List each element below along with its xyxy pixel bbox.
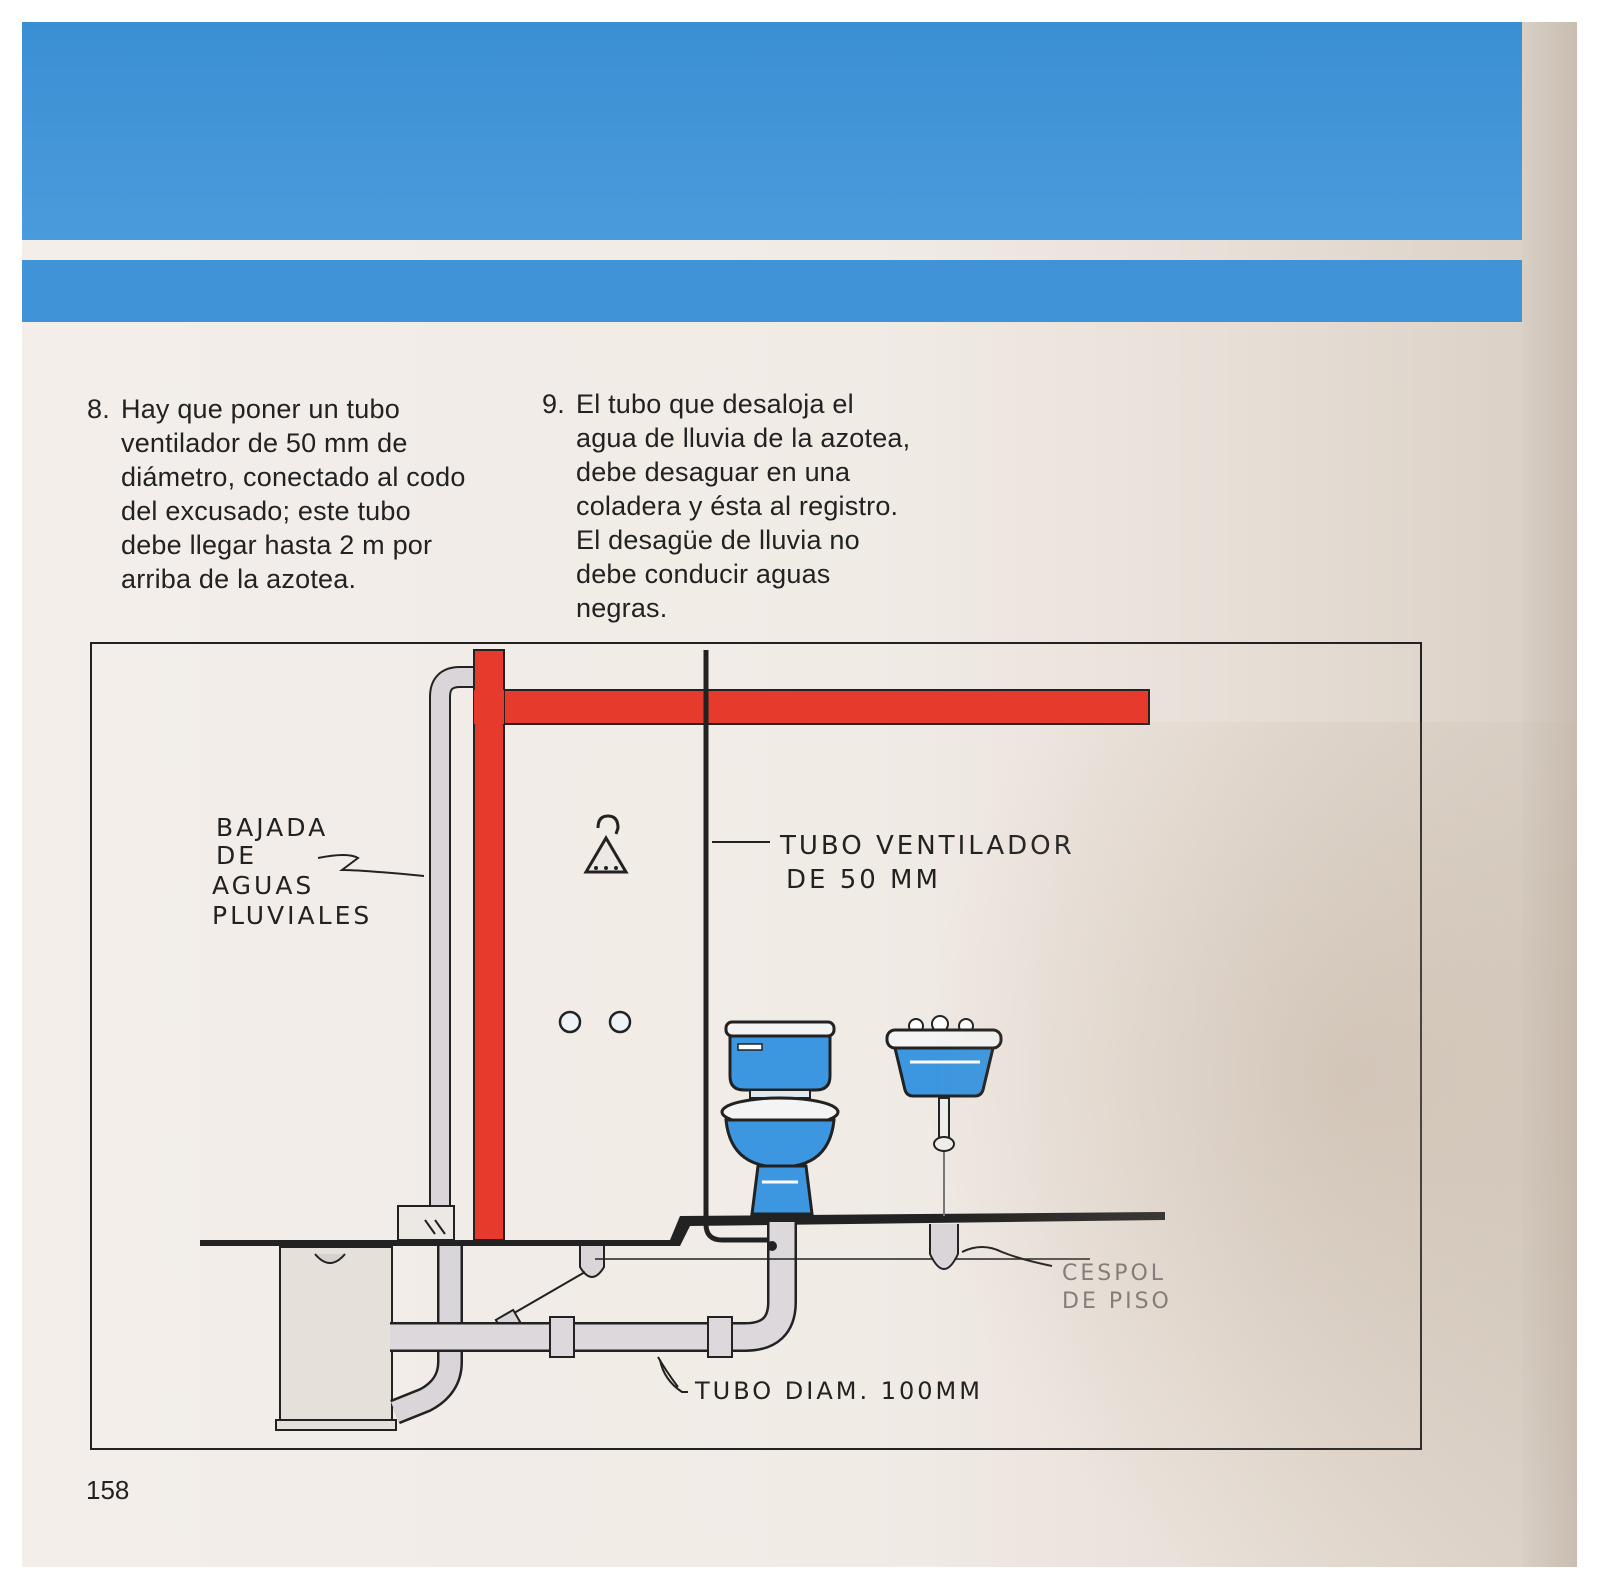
shower-drain-trap bbox=[579, 1246, 605, 1278]
step-9-text: El tubo que desaloja el agua de lluvia d… bbox=[576, 389, 911, 623]
leader-cespol bbox=[961, 1246, 1053, 1267]
page-number: 158 bbox=[86, 1475, 130, 1505]
main-drain-pipe bbox=[390, 1222, 1090, 1393]
label-tubo-diam: TUBO DIAM. 100MM bbox=[694, 1377, 983, 1405]
label-cespol-line2: DE PISO bbox=[1062, 1289, 1172, 1314]
plumbing-diagram: BAJADA DE AGUAS PLUVIALES TUBO VENTILADO… bbox=[90, 642, 1422, 1450]
toilet-icon bbox=[720, 1020, 840, 1216]
book-spine bbox=[1522, 22, 1577, 1567]
header-band-bottom bbox=[22, 260, 1522, 322]
step-8-text: Hay que poner un tubo ventilador de 50 m… bbox=[121, 394, 466, 594]
faucet-knob-right bbox=[608, 1010, 632, 1034]
leader-tubo-diam bbox=[657, 1356, 679, 1388]
rainwater-downpipe bbox=[390, 666, 475, 1425]
registro-box bbox=[275, 1246, 397, 1431]
label-ventilador-line1: TUBO VENTILADOR bbox=[779, 831, 1075, 861]
leader-bajada bbox=[317, 854, 425, 877]
faucet-knob-left bbox=[558, 1010, 582, 1034]
book-page: 8. Hay que poner un tubo ventilador de 5… bbox=[22, 22, 1577, 1567]
label-bajada-line2: DE bbox=[216, 841, 257, 870]
label-bajada-line4: PLUVIALES bbox=[212, 901, 372, 930]
red-wall bbox=[473, 649, 1150, 1241]
shower-head-icon bbox=[583, 814, 629, 874]
label-bajada-line1: BAJADA bbox=[216, 813, 328, 842]
floor-slab bbox=[200, 1212, 1165, 1246]
label-cespol-line1: CESPOL bbox=[1062, 1261, 1166, 1286]
label-bajada-line3: AGUAS bbox=[212, 871, 314, 900]
cespol-trap bbox=[929, 1224, 959, 1270]
vent-pipe bbox=[703, 650, 772, 1243]
step-9-number: 9. bbox=[542, 389, 565, 419]
sink-icon bbox=[885, 1015, 1003, 1270]
label-ventilador-line2: DE 50 MM bbox=[786, 865, 941, 895]
step-8-number: 8. bbox=[87, 394, 110, 424]
diagram-frame bbox=[90, 642, 1422, 1450]
header-band-top bbox=[22, 22, 1522, 240]
